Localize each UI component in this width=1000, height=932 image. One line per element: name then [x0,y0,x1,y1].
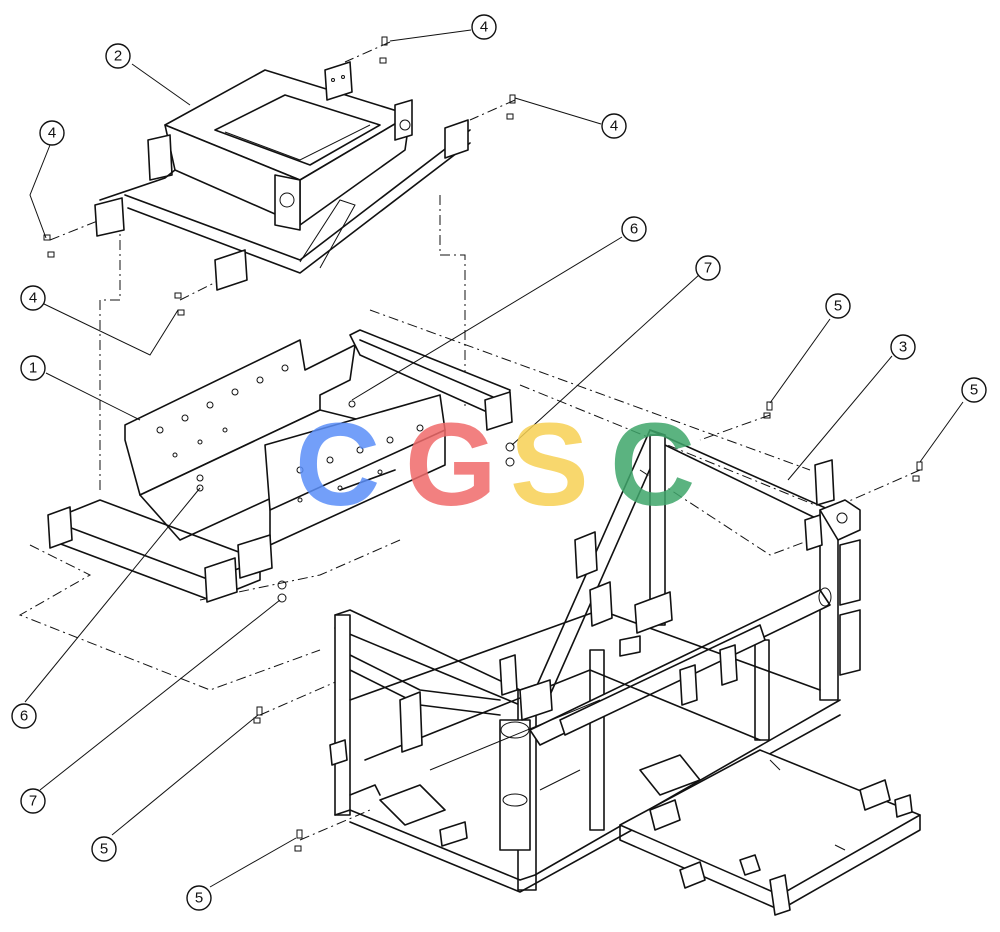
watermark-letter-2: G [405,399,497,531]
callout-label: 1 [29,360,37,377]
part-2-hopper [94,61,471,291]
part-3-main-frame [329,429,861,893]
callout-label: 4 [610,118,618,135]
callout-c13: 7 [20,788,46,814]
callout-label: 5 [195,890,203,907]
callout-c14: 5 [91,836,117,862]
callout-c8: 5 [825,293,851,319]
assembly-guide-lines [18,41,921,841]
callout-label: 5 [970,382,978,399]
callout-label: 5 [100,841,108,858]
callout-c9: 3 [890,334,916,360]
watermark-letter-4: C [610,399,695,531]
callout-label: 4 [29,290,37,307]
callout-c12: 6 [11,703,37,729]
callout-label: 7 [704,260,712,277]
callout-label: 7 [29,793,37,810]
fasteners [43,36,923,852]
callout-label: 3 [899,339,907,356]
slide-out-tray [619,749,921,916]
callout-label: 6 [630,221,638,238]
callout-label: 4 [480,19,488,36]
callout-c15: 5 [186,885,212,911]
callout-label: 6 [20,708,28,725]
callout-label: 5 [834,298,842,315]
callout-c10: 1 [20,355,46,381]
leader-lines [24,29,964,888]
part-1-tray [47,329,513,603]
callout-c4: 4 [601,113,627,139]
watermark-letter-1: C [295,399,380,531]
watermark: C G S C [295,399,695,531]
callout-c7: 4 [20,285,46,311]
callout-c1: 4 [471,14,497,40]
callout-c2: 2 [105,43,131,69]
callout-c11: 5 [961,377,987,403]
watermark-letter-3: S [510,399,589,531]
callout-label: 4 [48,125,56,142]
callout-c6: 7 [695,255,721,281]
callout-c3: 4 [39,120,65,146]
callout-c5: 6 [621,216,647,242]
callout-label: 2 [114,48,122,65]
